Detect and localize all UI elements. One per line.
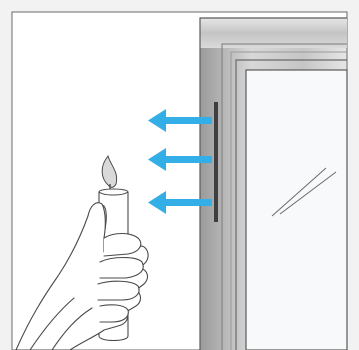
window-glass <box>246 70 347 350</box>
window-handle <box>214 102 218 222</box>
window-frame-icon <box>200 18 347 350</box>
